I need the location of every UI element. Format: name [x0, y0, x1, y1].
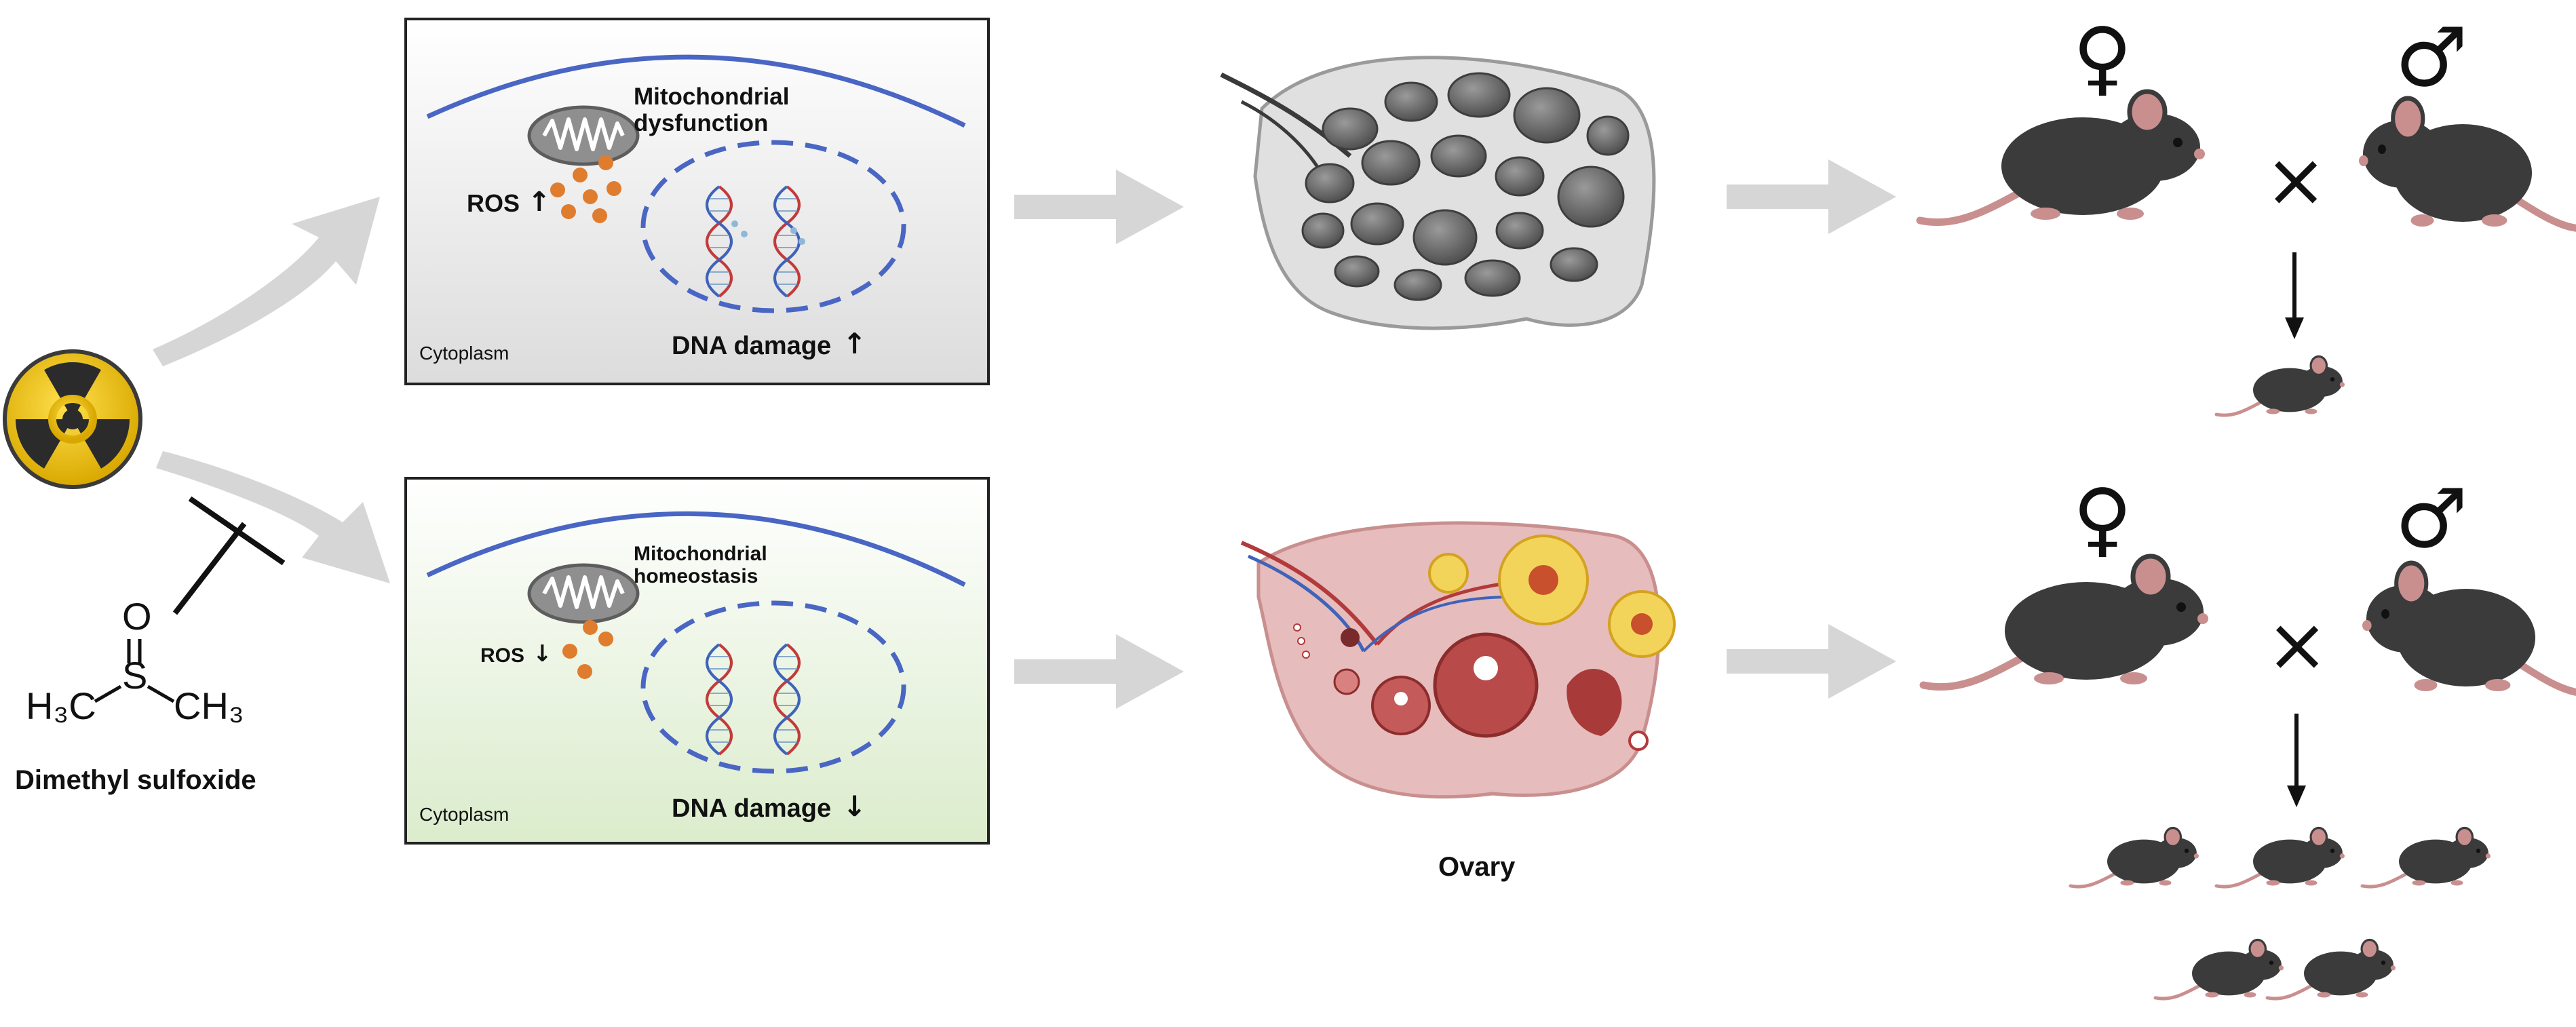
bottom-cell-membrane [426, 511, 966, 587]
arrow-bottom-ovary-to-mice [1727, 624, 1896, 699]
bottom-dna-down-arrow: ↓ [843, 790, 867, 823]
top-cytoplasm-label: Cytoplasm [419, 343, 510, 364]
offspring-mouse-1 [2071, 828, 2199, 887]
offspring-arrow-top [2285, 252, 2304, 339]
arrow-top-panel-to-ovary [1014, 170, 1184, 244]
top-cell-membrane [426, 54, 966, 128]
female-mouse-top [1920, 92, 2205, 222]
female-symbol-top: ♀ [2073, 11, 2132, 105]
top-mito-label: Mitochondrial dysfunction [634, 83, 790, 136]
radiation-hazard-icon [3, 349, 142, 489]
inhibition-symbol [172, 496, 286, 615]
arrow-top-ovary-to-mice [1727, 159, 1896, 234]
top-dna-up-arrow: ↑ [843, 327, 867, 360]
top-ros-up-arrow: ↑ [528, 187, 551, 218]
dmso-sulfur-atom: S [122, 654, 148, 697]
offspring-mouse-4 [2155, 940, 2284, 999]
dmso-left-methyl: H₃C [26, 684, 96, 727]
offspring-mouse [2216, 357, 2345, 416]
offspring-mouse-3 [2362, 828, 2491, 887]
arrow-to-top-panel [153, 197, 380, 366]
male-symbol-bottom: ♂ [2395, 472, 2468, 566]
bottom-dna-label: DNA damage [672, 794, 832, 823]
dmso-name-label: Dimethyl sulfoxide [15, 765, 256, 795]
male-mouse-top [2359, 98, 2576, 229]
female-symbol-bottom: ♀ [2073, 472, 2132, 566]
bottom-nucleus [640, 600, 906, 774]
arrow-bottom-panel-to-ovary [1014, 634, 1184, 709]
healthy-ovary-icon [1240, 521, 1676, 799]
female-mouse-bottom [1923, 556, 2208, 687]
top-nucleus [640, 140, 906, 313]
bottom-ros-label: ROS [480, 644, 525, 667]
bottom-cell-panel [404, 477, 990, 845]
male-symbol-top: ♂ [2395, 11, 2468, 105]
cross-symbol-bottom: × [2266, 601, 2329, 688]
bottom-ros-dots [562, 620, 613, 679]
top-mitochondrion-icon [529, 107, 638, 164]
dmso-right-methyl: CH₃ [174, 684, 244, 727]
offspring-mouse-2 [2216, 828, 2345, 887]
offspring-mouse-5 [2267, 940, 2396, 999]
damaged-ovary-icon [1220, 56, 1656, 330]
bottom-ros-down-arrow: ↓ [533, 640, 552, 667]
top-cell-panel [404, 18, 990, 385]
top-dna-fragments [731, 220, 805, 245]
male-mouse-bottom [2362, 563, 2576, 694]
arrow-to-bottom-panel [156, 451, 390, 583]
dmso-oxygen-atom: O [122, 595, 152, 638]
bottom-mito-label: Mitochondrial homeostasis [634, 543, 767, 587]
dmso-structure-bonds [94, 639, 175, 703]
ovary-label: Ovary [1438, 852, 1516, 882]
cross-symbol-top: × [2265, 136, 2328, 223]
bottom-cytoplasm-label: Cytoplasm [419, 804, 510, 825]
top-dna-label: DNA damage [672, 332, 832, 360]
top-ros-label: ROS [467, 189, 520, 217]
offspring-arrow-bottom [2287, 714, 2306, 807]
top-ros-dots [550, 155, 621, 223]
bottom-mitochondrion-icon [529, 565, 638, 622]
